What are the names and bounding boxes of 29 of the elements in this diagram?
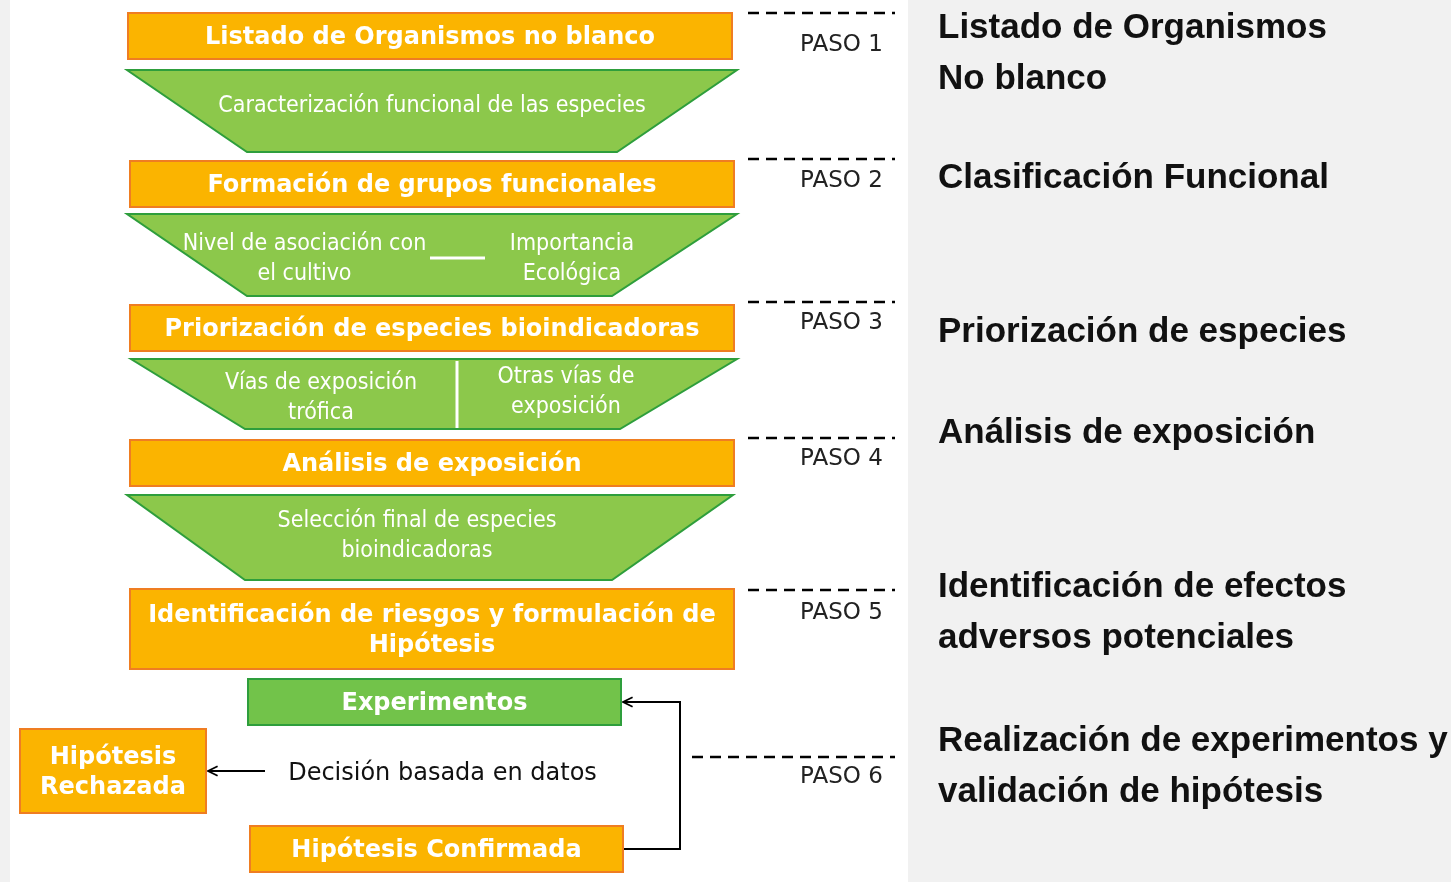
funnel-text: Vías de exposición trófica	[223, 367, 419, 426]
step-label: PASO 6	[800, 762, 883, 788]
step-description: Análisis de exposición	[938, 410, 1317, 452]
step-label: PASO 2	[800, 166, 883, 192]
step-label: PASO 1	[800, 30, 883, 56]
process-box: Análisis de exposición	[129, 439, 735, 487]
step-label: PASO 3	[800, 308, 883, 334]
step-description: Realización de experimentos y validación de hipótesis	[938, 718, 1448, 811]
funnel-text: Nivel de asociación con el cultivo	[182, 228, 427, 287]
process-box: Priorización de especies bioindicadoras	[129, 304, 735, 352]
step-description: Identificación de efectos adversos potenciales	[938, 564, 1348, 657]
process-box: Hipótesis Rechazada	[19, 728, 207, 814]
process-box: Experimentos	[247, 678, 622, 726]
process-box: Identificación de riesgos y formulación de Hipótesis	[129, 588, 735, 670]
process-box: Listado de Organismos no blanco	[127, 12, 733, 60]
funnel-text: Caracterización funcional de las especies	[217, 90, 647, 119]
funnel-text: Otras vías de exposición	[496, 361, 636, 420]
arrow	[622, 696, 681, 850]
process-box: Formación de grupos funcionales	[129, 160, 735, 208]
process-box: Hipótesis Confirmada	[249, 825, 624, 873]
funnel-text: Selección final de especies bioindicadoras	[276, 505, 558, 564]
step-label: PASO 4	[800, 444, 883, 470]
decision-text: Decisión basada en datos	[270, 753, 615, 791]
step-description: Priorización de especies	[938, 309, 1348, 351]
step-label: PASO 5	[800, 598, 883, 624]
step-description: Clasificación Funcional	[938, 155, 1330, 197]
step-description: Listado de Organismos No blanco	[938, 5, 1328, 98]
funnel-text: Importancia Ecológica	[508, 228, 636, 287]
arrow	[207, 765, 266, 777]
